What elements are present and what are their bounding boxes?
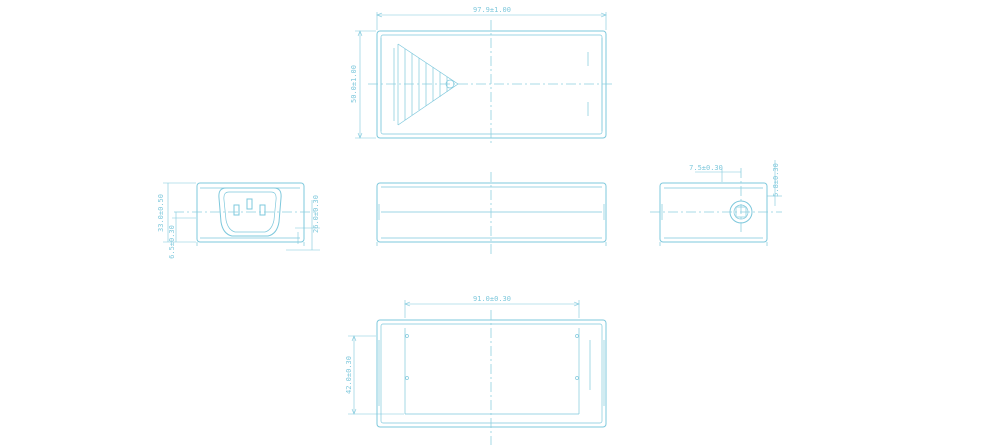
left-inlet-dimension: 26.0±0.30 [312,195,320,233]
left-offset-dimension: 6.5±0.30 [168,225,176,259]
right-view: 7.5±0.30 5.8±0.30 [650,160,782,246]
bottom-view: 91.0±0.30 42.0±0.30 [345,295,607,445]
bottom-height-dimension: 42.0±0.30 [345,356,353,394]
ac-inlet-icon [218,187,282,237]
bottom-width-dimension: 91.0±0.30 [473,295,511,303]
triangle-warning-icon [393,43,459,126]
left-view: 33.0±0.50 6.5±0.30 26.0±0.30 [157,182,320,259]
front-view [376,172,607,256]
right-side-dimension: 5.8±0.30 [772,163,780,197]
top-width-dimension: 97.9±1.00 [473,6,511,14]
top-view: 97.9±1.00 50.0±1.00 [350,6,614,146]
left-height-dimension: 33.0±0.50 [157,194,165,232]
top-height-dimension: 50.0±1.00 [350,65,358,103]
right-top-dimension: 7.5±0.30 [689,164,723,172]
